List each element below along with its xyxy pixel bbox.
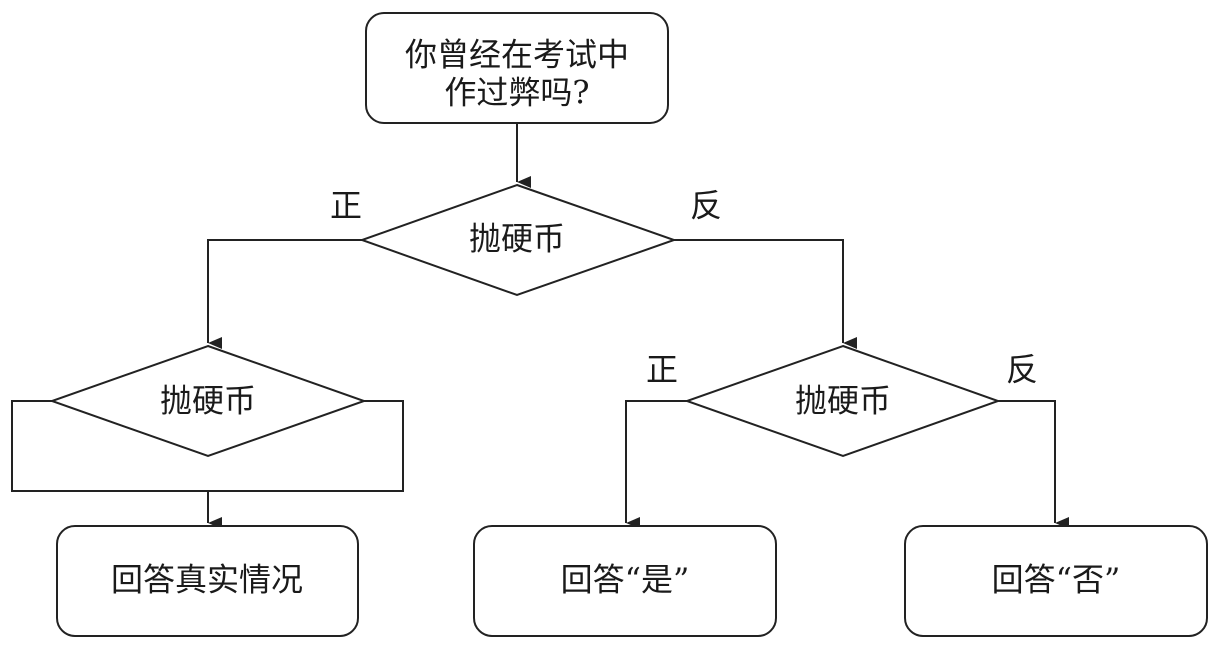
coin-toss-diamond-1: [359, 183, 678, 297]
question-text-line2: 作过弊吗?: [444, 74, 589, 112]
branch-label-coin3-tails: 反: [1006, 351, 1038, 389]
answer-no-text: 回答“否”: [992, 561, 1121, 599]
branch-label-coin1-tails: 反: [690, 187, 722, 225]
answer-yes-text: 回答“是”: [561, 561, 690, 599]
coin-toss-label-3: 抛硬币: [795, 382, 891, 420]
question-text-line1: 你曾经在考试中: [405, 36, 629, 74]
branch-coin1-tails: [674, 239, 857, 349]
branch-coin3-tails: [998, 400, 1069, 529]
answer-truth-box: [56, 525, 359, 637]
branch-coin3-heads: [625, 400, 687, 529]
answer-truth-text: 回答真实情况: [111, 561, 303, 599]
coin-toss-diamond-2: [48, 344, 368, 458]
branch-label-coin3-heads: 正: [646, 351, 678, 389]
coin-toss-diamond-3: [683, 344, 1001, 458]
coin-toss-label-2: 抛硬币: [160, 382, 256, 420]
branch-coin1-heads: [207, 239, 362, 349]
coin-toss-label-1: 抛硬币: [469, 220, 565, 258]
answer-yes-box: [473, 525, 777, 637]
branch-label-coin1-heads: 正: [330, 187, 362, 225]
answer-no-box: [904, 525, 1208, 637]
